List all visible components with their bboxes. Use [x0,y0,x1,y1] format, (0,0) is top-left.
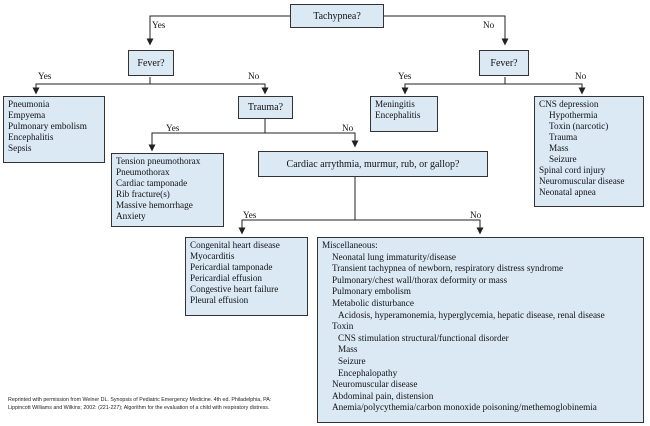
outcome-item: Pleural effusion [190,295,249,305]
outcome-meningitis: Meningitis Encephalitis [370,96,438,132]
fever-right-yes-label: Yes [398,71,412,81]
outcome-item: Rib fracture(s) [116,189,170,199]
outcome-item: Mass [549,143,569,153]
outcome-item: Transient tachypnea of newborn, respirat… [332,263,564,274]
outcome-item: Spinal cord injury [539,165,606,175]
outcome-item: Cardiac tamponade [116,178,188,188]
outcome-item: Toxin [332,321,354,332]
outcome-item: Encephalitis [375,110,421,120]
outcome-item: Anemia/polycythemia/carbon monoxide pois… [332,402,597,413]
fever-left-no-label: No [248,71,260,81]
outcome-item: CNS stimulation structural/functional di… [338,332,509,343]
outcome-item: Pneumonia [8,99,50,109]
node-fever-right: Fever? [479,50,529,76]
node-fever-left: Fever? [128,50,174,76]
outcome-item: Neonatal apnea [539,187,596,197]
outcome-item: Encephalitis [8,132,54,142]
outcome-item: Congenital heart disease [190,240,280,250]
tachypnea-no-label: No [483,20,495,30]
cardiac-yes-label: Yes [243,210,257,220]
tachypnea-yes-label: Yes [152,20,166,30]
outcome-item: Pulmonary embolism [8,121,87,131]
outcome-trauma: Tension pneumothorax Pneumothorax Cardia… [111,153,224,227]
outcome-item: Pneumothorax [116,167,170,177]
outcome-item: Pulmonary/chest wall/thorax deformity or… [332,274,508,285]
tachypnea-yes-arrow [146,15,290,46]
node-fever-right-label: Fever? [490,57,518,69]
trauma-yes-arrow [148,119,266,152]
citation-line: Lippincott Williams and Wilkins; 2002: (… [8,404,270,411]
outcome-item: Meningitis [375,99,415,109]
outcome-item: Empyema [8,110,46,120]
outcome-item: Pericardial effusion [190,273,263,283]
outcome-item: Sepsis [8,143,32,153]
trauma-no-label: No [342,123,354,133]
fever-left-yes-arrow [32,77,151,95]
outcome-item: Anxiety [116,211,146,221]
outcome-item: Neuromuscular disease [539,176,625,186]
outcome-item: Seizure [549,154,577,164]
outcome-item: Massive hemorrhage [116,200,193,210]
outcome-item: Neonatal lung immaturity/disease [332,251,456,262]
outcome-item: CNS depression [539,99,599,109]
node-cardiac: Cardiac arrythmia, murmur, rub, or gallo… [258,151,488,177]
fever-right-no-label: No [575,71,587,81]
outcome-miscellaneous: Miscellaneous: Neonatal lung immaturity/… [317,237,644,423]
cardiac-no-arrow [355,219,484,235]
node-trauma-label: Trauma? [247,102,284,113]
outcome-item: Tension pneumothorax [116,156,201,166]
node-trauma: Trauma? [238,96,293,119]
node-cardiac-label: Cardiac arrythmia, murmur, rub, or gallo… [286,158,460,170]
outcome-item: Metabolic disturbance [332,297,414,308]
node-fever-left-label: Fever? [137,57,165,69]
citation: Reprinted with permission from Weiner DL… [8,397,271,412]
tachypnea-no-arrow [384,15,509,46]
outcome-item: Seizure [338,355,366,366]
outcome-cardiac: Congenital heart disease Myocarditis Per… [185,237,308,316]
outcome-item: Myocarditis [190,251,235,261]
outcome-item: Abdominal pain, distension [332,390,434,401]
citation-line: Reprinted with permission from Weiner DL… [8,397,272,403]
outcome-item: Miscellaneous: [322,240,378,250]
outcome-item: Pulmonary embolism [332,286,411,297]
trauma-no-arrow [265,132,359,148]
node-tachypnea: Tachypnea? [290,4,384,28]
cardiac-yes-arrow [238,177,356,235]
outcome-item: Acidosis, hyperamonemia, hyperglycemia, … [338,309,605,320]
fever-left-yes-label: Yes [38,71,52,81]
outcome-item: Pericardial tamponade [190,262,273,272]
fever-left-no-arrow [150,83,269,95]
outcome-item: Trauma [549,132,578,142]
cardiac-no-label: No [470,210,482,220]
outcome-item: Mass [338,344,358,355]
fever-right-yes-arrow [401,77,506,95]
fever-right-no-arrow [505,83,586,95]
outcome-item: Neuromuscular disease [332,379,418,390]
outcome-infection: Pneumonia Empyema Pulmonary embolism Enc… [3,96,105,163]
outcome-item: Toxin (narcotic) [549,121,609,131]
node-tachypnea-label: Tachypnea? [313,10,361,22]
outcome-item: Congestive heart failure [190,284,279,294]
outcome-cns: CNS depression Hypothermia Toxin (narcot… [534,96,644,207]
trauma-yes-label: Yes [166,123,180,133]
outcome-item: Hypothermia [549,110,598,120]
outcome-item: Encephalopathy [338,367,398,378]
